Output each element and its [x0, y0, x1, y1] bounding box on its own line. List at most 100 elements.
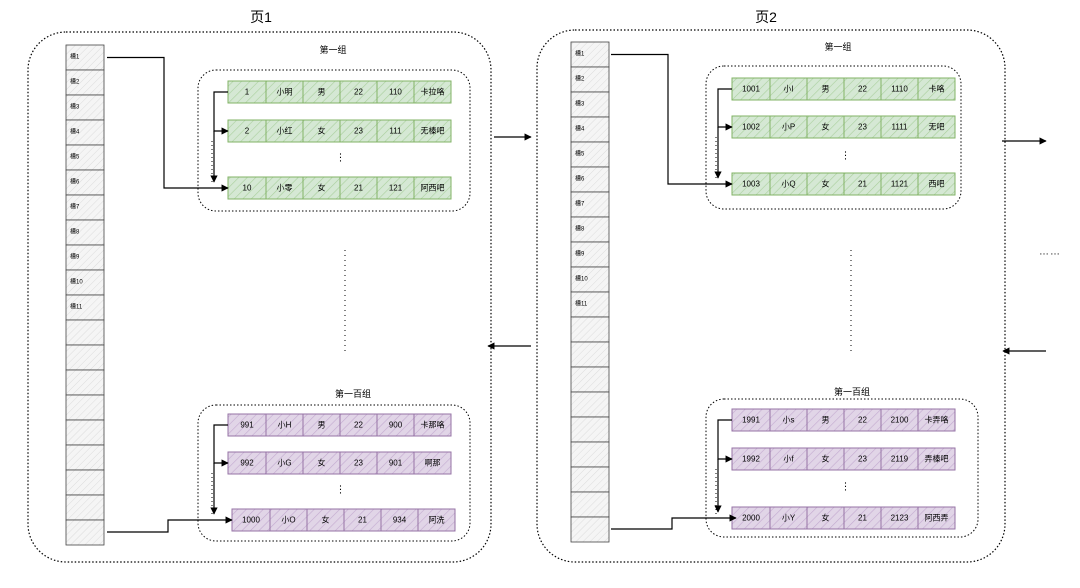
- record-value: 992: [240, 459, 254, 468]
- slot-label: 槽11: [70, 303, 83, 311]
- record-value: 1003: [742, 180, 760, 189]
- page-title: 页1: [250, 9, 272, 25]
- record-value: 啊那: [425, 459, 441, 468]
- slot-cell: [570, 141, 610, 168]
- record-value: 2: [245, 127, 250, 136]
- slot-cell: [65, 369, 105, 396]
- group-frame: [197, 69, 471, 212]
- record-cell: [417, 508, 456, 532]
- slot-cell: [65, 444, 105, 471]
- group-title: 第一组: [319, 44, 346, 55]
- record-value: 2123: [891, 514, 909, 523]
- record-value: 1: [245, 88, 250, 97]
- record-value: 男: [318, 88, 326, 97]
- group-title: 第一百组: [834, 386, 870, 397]
- record-value: 阿西弄: [925, 514, 949, 523]
- record-cell: [917, 447, 956, 471]
- slot-label: 槽9: [70, 253, 80, 261]
- record-cell: [917, 408, 956, 432]
- record-value: 卡拉咯: [421, 87, 445, 97]
- record-value: 男: [822, 416, 830, 425]
- record-value: 阿西吧: [421, 184, 445, 193]
- record-value: 1000: [242, 516, 260, 525]
- slot-label: 槽2: [70, 78, 80, 86]
- record-value: 小Q: [781, 180, 795, 189]
- record-value: 西吧: [929, 180, 945, 189]
- record-value: 男: [318, 421, 326, 430]
- record-value: 1111: [891, 123, 908, 132]
- group-ellipsis: ⋮: [841, 151, 852, 162]
- record-value: 22: [858, 85, 867, 94]
- record-value: 110: [389, 88, 402, 97]
- slot-cell: [570, 41, 610, 68]
- record-value: 21: [354, 184, 363, 193]
- page-title: 页2: [755, 9, 777, 25]
- record-value: 1992: [742, 455, 760, 464]
- slot-label: 槽9: [575, 250, 585, 258]
- slot-cell: [570, 466, 610, 493]
- record-value: 22: [354, 88, 363, 97]
- group-title: 第一组: [824, 41, 851, 52]
- slot-cell: [570, 491, 610, 518]
- slot-cell: [570, 441, 610, 468]
- slot-cell: [65, 69, 105, 96]
- record-value: 小I: [783, 85, 793, 94]
- slot-pointer-arrow: [107, 56, 229, 192]
- record-cell: [917, 115, 956, 139]
- chain-arrow: [717, 88, 733, 131]
- record-cell: [917, 506, 956, 530]
- slot-cell: [65, 94, 105, 121]
- slot-label: 槽3: [575, 100, 585, 108]
- record-value: 小红: [277, 126, 293, 136]
- slot-label: 槽10: [70, 278, 83, 286]
- slot-cell: [65, 344, 105, 371]
- slot-cell: [570, 216, 610, 243]
- chain-arrow: [717, 419, 733, 463]
- slot-cell: [570, 66, 610, 93]
- slot-cell: [570, 191, 610, 218]
- record-value: 2000: [742, 514, 760, 523]
- record-value: 900: [389, 421, 403, 430]
- record-value: 21: [858, 514, 867, 523]
- slot-label: 槽6: [575, 175, 585, 183]
- record-value: 男: [822, 85, 830, 94]
- chain-arrow: [213, 91, 229, 135]
- record-cell: [917, 77, 956, 101]
- slot-label: 槽10: [575, 275, 588, 283]
- record-cell: [413, 176, 452, 200]
- record-value: 21: [358, 516, 367, 525]
- slot-label: 槽3: [70, 103, 80, 111]
- slot-label: 槽4: [575, 125, 585, 133]
- slot-label: 槽1: [575, 50, 585, 58]
- record-value: 121: [389, 184, 403, 193]
- record-value: 小s: [783, 416, 795, 425]
- record-value: 女: [318, 458, 326, 468]
- slot-cell: [65, 319, 105, 346]
- record-value: 1991: [742, 416, 760, 425]
- slot-cell: [570, 416, 610, 443]
- more-pages-ellipsis: ……: [1039, 247, 1061, 258]
- slot-cell: [65, 469, 105, 496]
- record-value: 901: [389, 459, 403, 468]
- record-value: 934: [393, 516, 407, 525]
- slot-label: 槽5: [70, 153, 80, 161]
- slot-pointer-arrow: [611, 53, 733, 188]
- record-cell: [917, 172, 956, 196]
- slot-label: 槽7: [70, 203, 80, 211]
- slot-cell: [65, 494, 105, 521]
- slot-cell: [65, 419, 105, 446]
- record-value: 2100: [891, 416, 909, 425]
- slot-cell: [570, 166, 610, 193]
- group-ellipsis: ⋮: [336, 485, 347, 496]
- record-value: 女: [322, 515, 330, 525]
- slot-label: 槽2: [575, 75, 585, 83]
- record-value: 22: [858, 416, 867, 425]
- record-value: 弄榛吧: [925, 454, 949, 464]
- slot-cell: [65, 244, 105, 271]
- record-value: 女: [822, 454, 830, 464]
- slot-label: 槽11: [575, 300, 588, 308]
- record-value: 991: [240, 421, 254, 430]
- record-value: 小零: [277, 184, 293, 193]
- record-value: 卡咯: [929, 84, 945, 94]
